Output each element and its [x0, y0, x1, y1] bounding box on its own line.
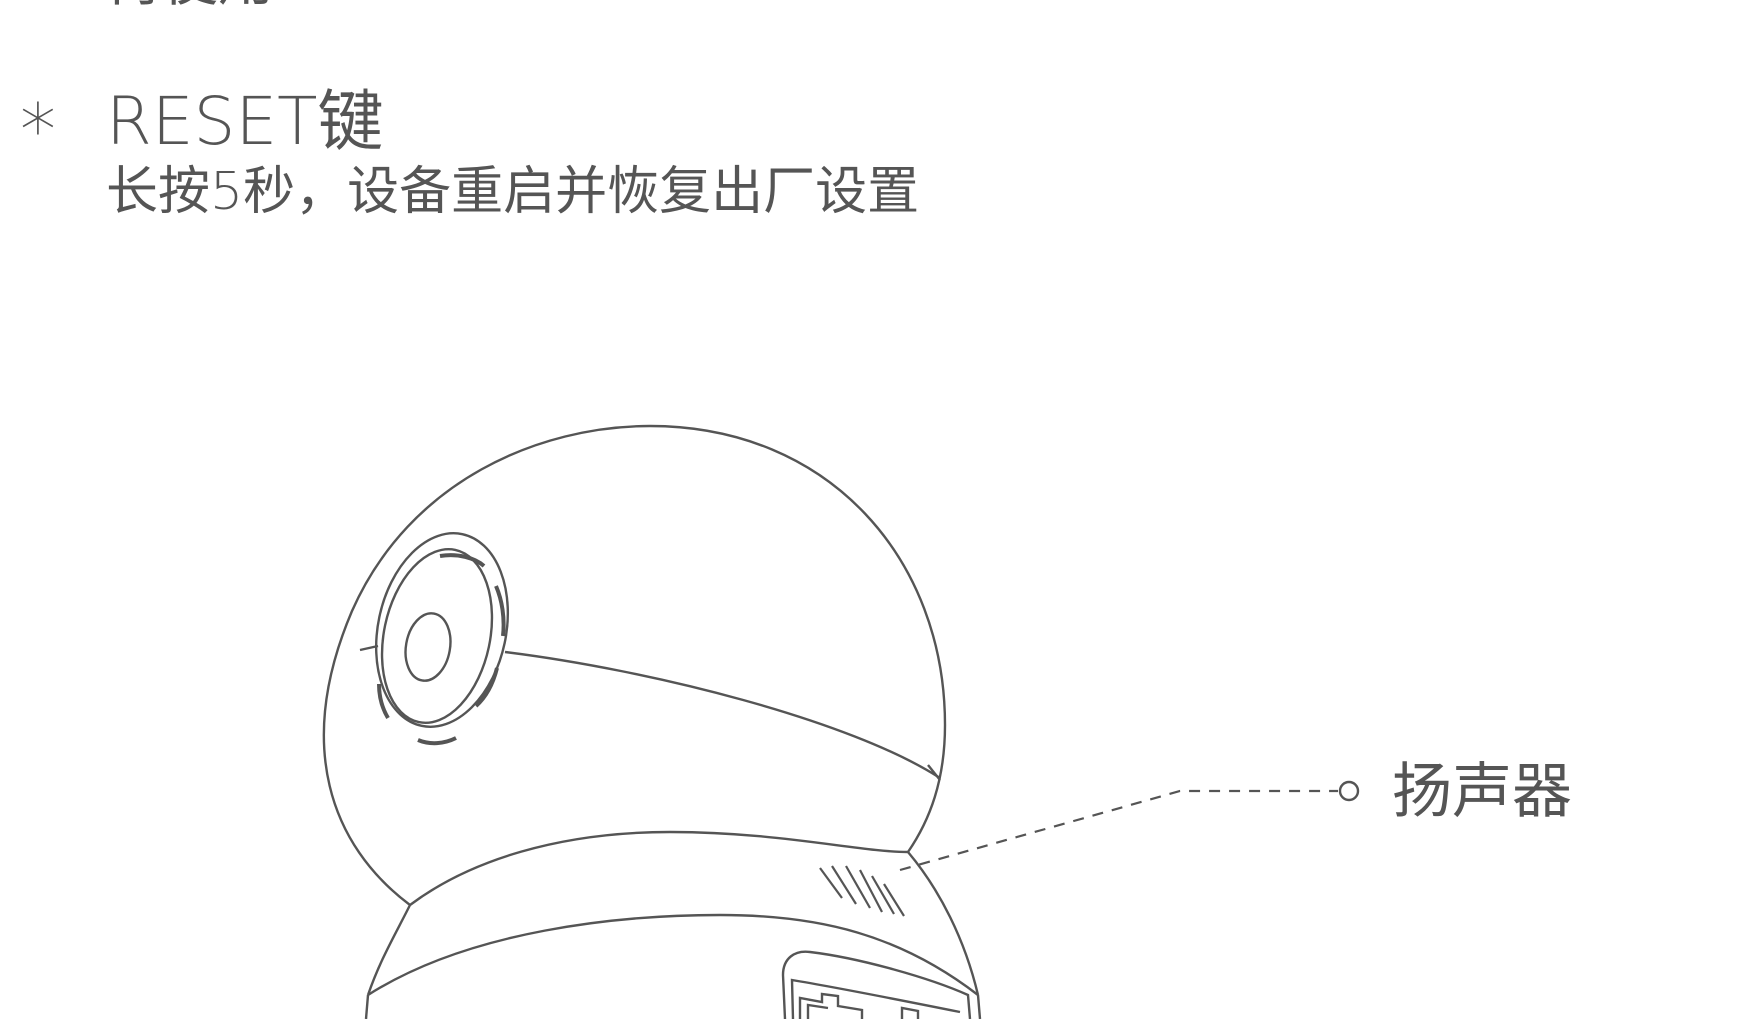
previous-section-text: 再使用: [106, 0, 274, 10]
speaker-label: 扬声器: [1392, 757, 1572, 827]
reset-button-heading: RESET键: [106, 83, 384, 160]
ir-led-3: [474, 667, 499, 708]
callout-endpoint-circle: [1338, 780, 1360, 802]
callout-leader-line: [899, 789, 1338, 872]
ir-led-5: [377, 683, 390, 720]
speaker-grille: [819, 865, 905, 917]
camera-head-seam-end: [927, 764, 941, 781]
base-dome-top: [366, 904, 412, 996]
ir-led-4: [417, 736, 457, 746]
port-panel-outline: [781, 950, 972, 1019]
ethernet-port: [798, 992, 864, 1019]
small-port: [900, 1006, 920, 1019]
base-left-edge: [364, 994, 370, 1019]
base-band: [367, 913, 979, 997]
lens-middle-ring: [380, 548, 494, 724]
camera-head-seam: [504, 650, 941, 780]
base-right-edge: [976, 994, 982, 1019]
camera-head-outline: [322, 424, 947, 906]
reset-button-description: 长按5秒，设备重启并恢复出厂设置: [106, 162, 920, 222]
ir-led-2: [494, 585, 506, 637]
base-dome-right: [907, 851, 980, 996]
asterisk-marker: *: [20, 88, 56, 172]
ir-led-1: [439, 553, 486, 568]
lens-glass: [404, 612, 452, 682]
lens-outer-ring: [374, 532, 510, 728]
port-panel-inner: [790, 978, 961, 1019]
base-dome-outline: [409, 830, 909, 906]
rear-port-panel: [781, 950, 972, 1019]
ethernet-port-inner: [806, 1003, 829, 1019]
lens-assembly: [374, 532, 510, 746]
